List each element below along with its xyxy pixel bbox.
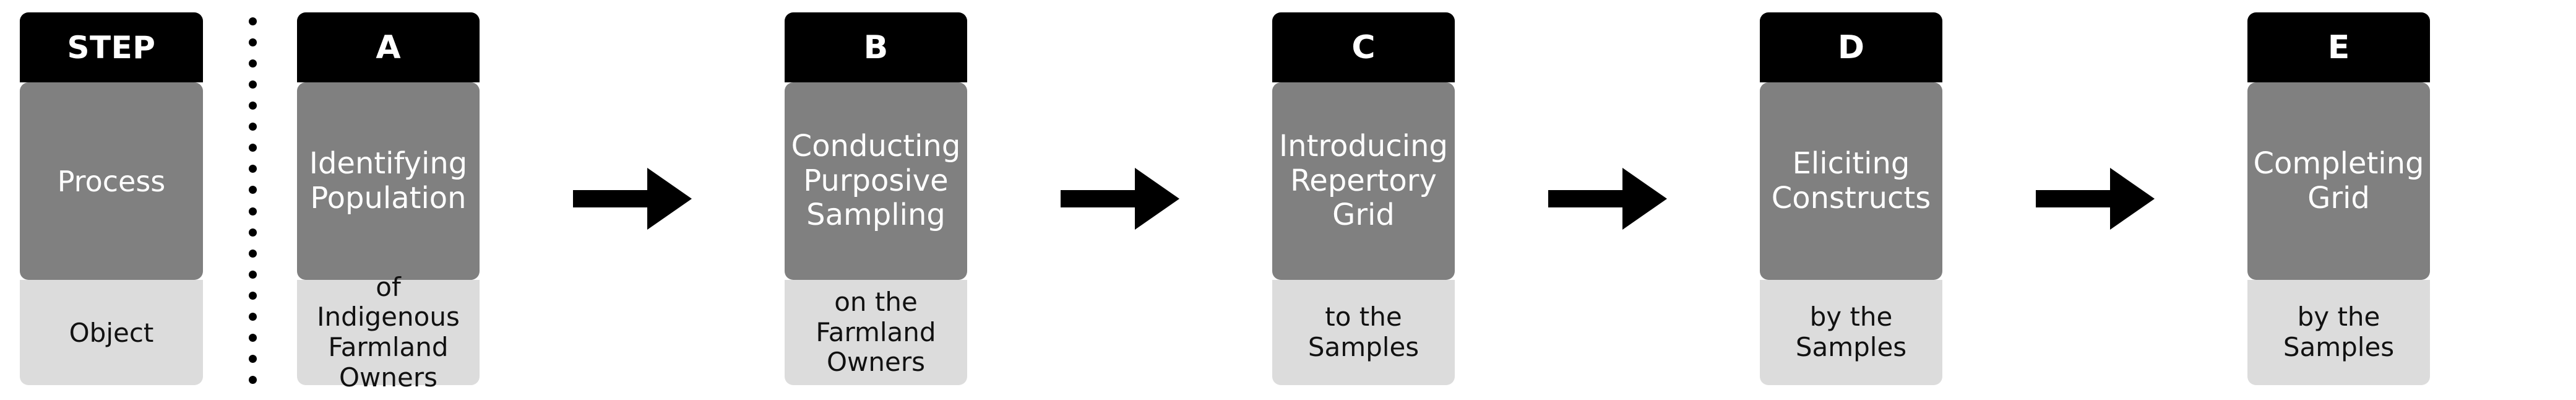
step-object-line: of Indigenous: [317, 271, 460, 333]
divider-dot: [249, 334, 257, 342]
step-object-line: Farmland Owners: [328, 332, 449, 393]
legend-object-label: Object: [69, 317, 154, 348]
step-process-line: Grid: [2307, 180, 2370, 215]
arrow-shaft: [1548, 190, 1622, 207]
legend-object-band: Object: [20, 280, 203, 385]
divider-dot: [249, 292, 257, 300]
divider-dot: [249, 80, 257, 89]
divider-dot: [249, 165, 257, 173]
step-letter-label: C: [1351, 28, 1376, 66]
step-letter-label: E: [2327, 28, 2350, 66]
step-object-line: Samples: [1307, 332, 1419, 362]
legend-step-header: STEP: [20, 12, 203, 82]
step-process-line: Identifying: [309, 146, 468, 181]
step-process-line: Introducing: [1279, 128, 1448, 163]
flow-arrow-b-to-c: [1060, 168, 1179, 230]
step-object-line: by the: [1809, 302, 1893, 333]
divider-dot: [249, 102, 257, 110]
step-header-b: B: [785, 12, 967, 82]
dotted-divider: [249, 17, 257, 384]
step-object-line: Samples: [2283, 332, 2395, 362]
divider-dot: [249, 313, 257, 321]
divider-dot: [249, 355, 257, 363]
flow-arrow-a-to-b: [572, 168, 692, 230]
step-object-line: Samples: [1795, 332, 1907, 362]
arrow-head-icon: [1134, 168, 1179, 230]
step-header-d: D: [1760, 12, 1942, 82]
step-header-c: C: [1272, 12, 1455, 82]
step-process-line: Repertory Grid: [1290, 163, 1437, 233]
step-process-line: Completing: [2253, 146, 2424, 181]
divider-dot: [249, 250, 257, 258]
step-process-line: Purposive: [803, 163, 949, 198]
arrow-shaft: [1060, 190, 1135, 207]
arrow-shaft: [572, 190, 647, 207]
flow-arrow-d-to-e: [2035, 168, 2155, 230]
step-object-line: to the: [1325, 302, 1402, 333]
divider-dot: [249, 144, 257, 152]
legend-process-label: Process: [57, 164, 166, 198]
divider-dot: [249, 271, 257, 279]
divider-dot: [249, 59, 257, 67]
step-header-a: A: [297, 12, 480, 82]
step-object-line: Owners: [826, 347, 926, 378]
divider-dot: [249, 186, 257, 194]
divider-dot: [249, 228, 257, 237]
flow-arrow-c-to-d: [1548, 168, 1667, 230]
step-process-line: Sampling: [806, 198, 946, 233]
step-header-e: E: [2247, 12, 2430, 82]
arrow-head-icon: [2109, 168, 2155, 230]
step-object-line: on the Farmland: [816, 286, 936, 347]
step-object-line: by the: [2297, 302, 2380, 333]
divider-dot: [249, 123, 257, 131]
step-letter-label: B: [863, 28, 889, 66]
arrow-head-icon: [647, 168, 692, 230]
legend-process-band: Process: [20, 82, 203, 280]
divider-dot: [249, 207, 257, 215]
legend-card: STEP Process Object: [20, 12, 203, 385]
step-process-line: Constructs: [1771, 180, 1931, 215]
divider-dot: [249, 38, 257, 46]
arrow-head-icon: [1622, 168, 1667, 230]
step-letter-label: D: [1837, 28, 1865, 66]
step-process-line: Eliciting: [1792, 146, 1910, 181]
step-letter-label: A: [376, 28, 401, 66]
divider-dot: [249, 376, 257, 384]
step-process-line: Conducting: [791, 128, 961, 163]
legend-step-label: STEP: [67, 29, 156, 66]
step-process-line: Population: [310, 180, 467, 215]
arrow-shaft: [2035, 190, 2110, 207]
divider-dot: [249, 17, 257, 25]
